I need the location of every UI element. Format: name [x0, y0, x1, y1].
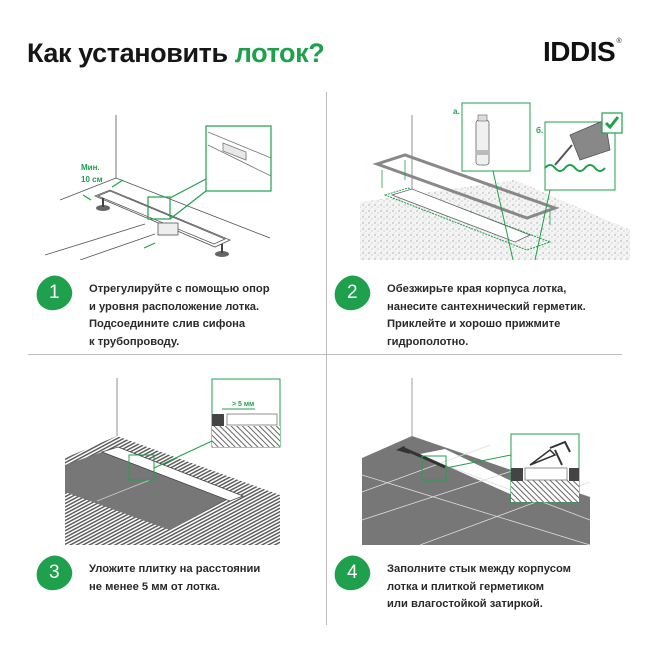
step-line: лотка и плиткой герметиком [387, 580, 545, 593]
step-description: Обезжирьте края корпуса лотка, нанесите … [387, 281, 586, 351]
step-description: Отрегулируйте с помощью опор и уровня ра… [89, 281, 270, 351]
step-number: 1 [48, 282, 60, 304]
page-title: Как установить лоток? [27, 38, 325, 69]
step-number: 4 [346, 562, 358, 584]
horizontal-divider [28, 354, 622, 355]
step-line: Приклейте и хорошо прижмите [387, 318, 561, 330]
step-4: 4 Заполните стык между корпусом лотка и … [329, 550, 571, 614]
step-description: Уложите плитку на расстоянии не менее 5 … [89, 561, 260, 596]
tile-laying-illustration: > 5 мм [65, 378, 281, 545]
step-line: и уровня расположение лотка. [89, 300, 260, 313]
step-line: не менее 5 мм от лотка. [89, 580, 220, 593]
sealant-application-illustration: а. б. [360, 102, 630, 260]
registered-mark: ® [616, 38, 622, 45]
step-number-badge: 3 [31, 550, 77, 596]
brand-name: IDDIS [543, 36, 616, 67]
distance-label: 10 см [81, 175, 103, 184]
step-line: Отрегулируйте с помощью опор [89, 283, 270, 295]
step-line: Подсоедините слив сифона [89, 318, 246, 330]
step-line: к трубопроводу. [89, 335, 180, 348]
step-line: или влагостойкой затиркой. [387, 598, 543, 610]
step-line: гидрополотно. [387, 335, 469, 348]
title-main: Как установить [27, 38, 235, 68]
step-line: Обезжирьте края корпуса лотка, [387, 283, 567, 295]
step-2: 2 Обезжирьте края корпуса лотка, нанесит… [329, 270, 586, 351]
step-1: 1 Отрегулируйте с помощью опор и уровня … [31, 270, 270, 351]
brand-logo: IDDIS® [543, 36, 622, 68]
step-3: 3 Уложите плитку на расстоянии не менее … [31, 550, 260, 596]
label-a: а. [453, 107, 460, 116]
step-number-badge: 4 [329, 550, 375, 596]
drain-installation-illustration: Мин. 10 см [44, 115, 272, 260]
step-line: нанесите сантехнический герметик. [387, 300, 586, 313]
title-accent: лоток? [234, 38, 325, 68]
step-line: Уложите плитку на расстоянии [89, 563, 261, 575]
label-b: б. [536, 126, 543, 135]
vertical-divider [326, 92, 327, 625]
gap-label: > 5 мм [232, 401, 254, 408]
step-line: Заполните стык между корпусом [387, 563, 571, 575]
step-number: 2 [346, 282, 358, 304]
step-number-badge: 1 [31, 270, 77, 316]
joint-sealing-illustration [361, 378, 591, 546]
step-number: 3 [48, 562, 60, 584]
min-label: Мин. [81, 163, 100, 172]
step-number-badge: 2 [329, 270, 375, 316]
step-description: Заполните стык между корпусом лотка и пл… [387, 561, 571, 614]
